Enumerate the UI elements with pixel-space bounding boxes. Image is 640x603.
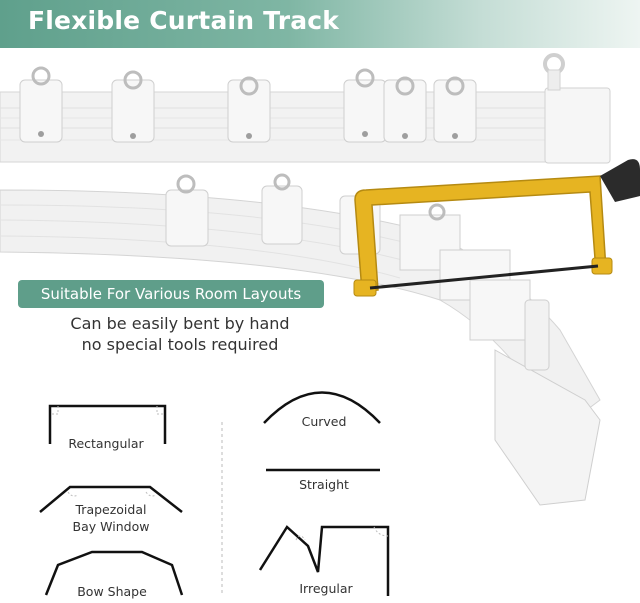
label-bay-window: Bay Window (72, 519, 150, 534)
hacksaw-icon (353, 159, 640, 297)
feature-badge-text: Suitable For Various Room Layouts (40, 285, 302, 303)
trapezoidal-shape (39, 485, 183, 513)
label-rectangular: Rectangular (68, 436, 144, 451)
title-banner: Flexible Curtain Track (0, 0, 640, 48)
feature-line-2: no special tools required (81, 335, 279, 354)
irregular-shape (258, 525, 390, 596)
feature-description: Can be easily bent by hand no special to… (20, 313, 340, 355)
label-straight: Straight (299, 477, 349, 492)
label-irregular: Irregular (299, 581, 353, 596)
feature-badge: Suitable For Various Room Layouts (18, 280, 324, 308)
label-trapezoidal: Trapezoidal (75, 502, 147, 517)
bow-shape (44, 550, 184, 596)
rectangular-shape (48, 404, 167, 444)
curved-shape (263, 391, 381, 424)
track-gliders-top (19, 79, 477, 143)
banner-title: Flexible Curtain Track (28, 6, 340, 35)
feature-line-1: Can be easily bent by hand (70, 314, 290, 333)
label-curved: Curved (301, 414, 347, 429)
curtain-track-illustration (0, 53, 640, 506)
label-bow-shape: Bow Shape (77, 584, 147, 599)
